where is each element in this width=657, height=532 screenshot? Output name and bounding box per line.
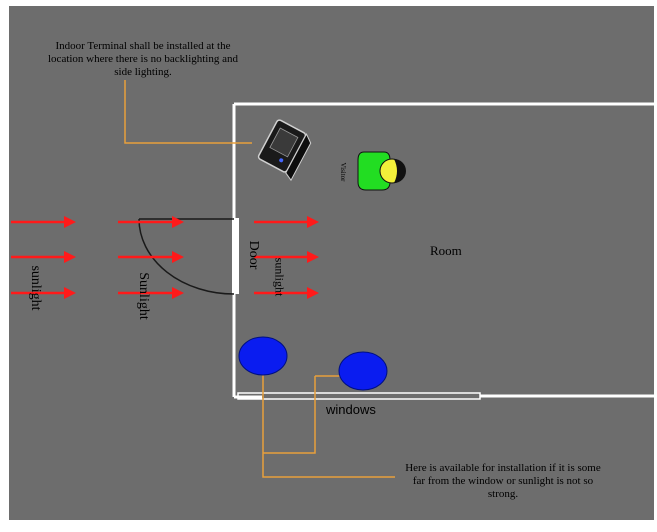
- sunlight-arrow: [11, 216, 76, 228]
- sunlight-arrow: [254, 287, 319, 299]
- sunlight-label-inside: sunlight: [272, 257, 287, 297]
- sunlight-arrow: [118, 216, 184, 228]
- room-label: Room: [430, 243, 462, 258]
- spot-leader-main: [262, 373, 395, 478]
- sunlight-arrow: [118, 287, 184, 299]
- face-recognition-terminal-icon: [257, 119, 312, 182]
- room-walls: [232, 102, 654, 399]
- sunlight-label-middle: Sunlight: [136, 272, 151, 320]
- person-icon: [357, 151, 406, 191]
- sunlight-arrow: [11, 251, 76, 263]
- install-spot-marker: [338, 351, 388, 391]
- person-label: Visitor: [339, 162, 347, 182]
- sunlight-arrow: [254, 251, 319, 263]
- leader-lines: [124, 80, 395, 478]
- installation-availability-note: Here is available for installation if it…: [405, 462, 601, 500]
- window-strip: [237, 392, 481, 400]
- spot-leader-secondary: [263, 376, 316, 454]
- sunlight-arrow: [11, 287, 76, 299]
- sunlight-label-outside: sunlight: [28, 265, 43, 311]
- sunlight-arrow: [118, 251, 184, 263]
- door-swing-arc: [138, 218, 235, 295]
- sunlight-arrow: [254, 216, 319, 228]
- sunlight-arrows: [11, 216, 319, 299]
- door-opening: [232, 218, 239, 294]
- door-label: Door: [246, 240, 261, 270]
- terminal-leader: [124, 80, 252, 144]
- install-spot-marker: [238, 336, 288, 376]
- windows-label: windows: [326, 402, 376, 417]
- background-panel: [9, 6, 654, 520]
- terminal-placement-note: Indoor Terminal shall be installed at th…: [48, 40, 238, 78]
